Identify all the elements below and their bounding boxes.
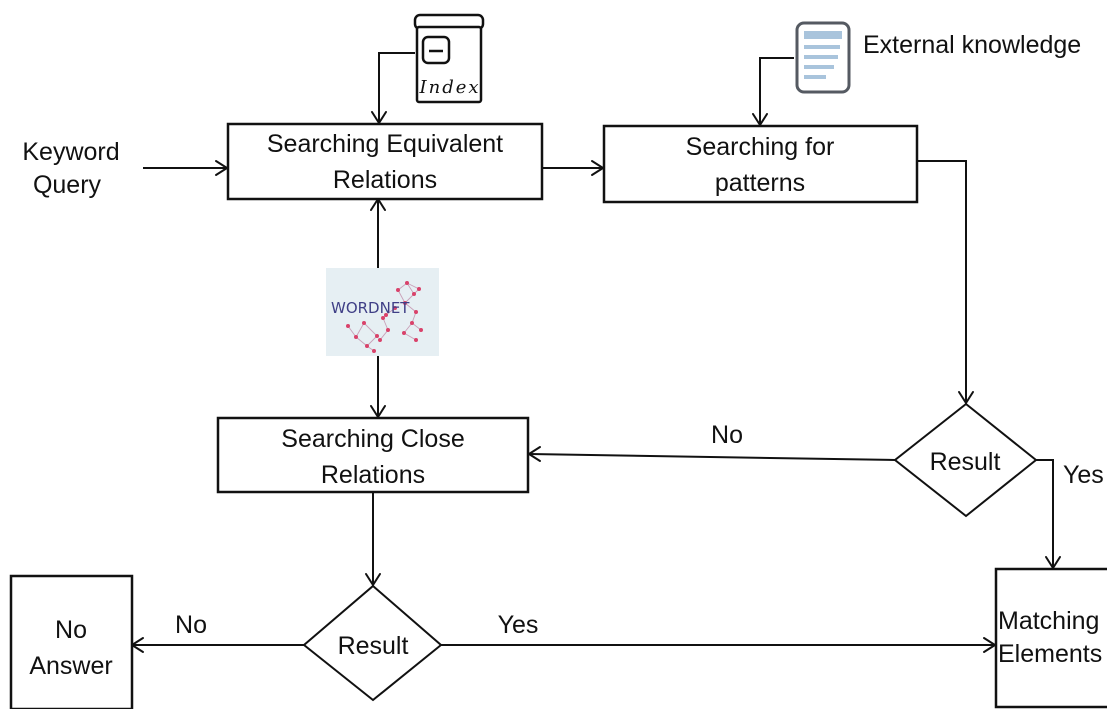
searching-equivalent-relations-box: Searching Equivalent Relations [226, 122, 544, 201]
matching-line1: Matching [998, 607, 1099, 635]
searching-close-relations-box: Searching Close Relations [216, 416, 530, 494]
edge-result-yes-to-matching [1036, 459, 1061, 569]
wordnet-label: WORDNET [331, 299, 410, 317]
result-decision-bottom: Result [302, 584, 443, 702]
edge-result-no-to-close [528, 446, 896, 462]
edge-query-to-equivalent [143, 160, 228, 176]
edge-patterns-to-result [917, 160, 974, 404]
index-icon-label: Index [418, 77, 480, 98]
edge-label-no-right: No [711, 421, 743, 449]
matching-line2: Elements [998, 640, 1102, 668]
edge-close-to-result [365, 493, 381, 586]
edge-equivalent-to-patterns [542, 160, 604, 176]
patterns-box-line2: patterns [715, 169, 805, 197]
matching-elements-box: Matching Elements [994, 567, 1107, 709]
edge-label-yes-right: Yes [1063, 461, 1104, 489]
result-bottom-label: Result [338, 632, 409, 660]
edge-index-to-equivalent [371, 52, 415, 124]
close-box-line1: Searching Close [281, 425, 464, 453]
edge-wordnet-to-close [370, 356, 386, 418]
equivalent-box-line2: Relations [333, 166, 437, 194]
keyword-query-label-line2: Query [33, 171, 102, 199]
edge-result-no-to-noanswer [131, 637, 304, 653]
result-decision-right: Result [893, 402, 1038, 518]
edge-external-to-patterns [752, 57, 794, 126]
no-answer-line1: No [55, 616, 87, 644]
result-right-label: Result [930, 448, 1001, 476]
keyword-query-label-line1: Keyword [22, 138, 119, 166]
index-icon: Index [413, 13, 485, 104]
external-knowledge-label: External knowledge [863, 31, 1081, 59]
wordnet-logo: WORDNET [326, 268, 439, 356]
edge-label-yes-bottom: Yes [498, 611, 539, 639]
equivalent-box-line1: Searching Equivalent [267, 130, 503, 158]
searching-patterns-box: Searching for patterns [602, 124, 919, 204]
no-answer-line2: Answer [29, 652, 112, 680]
edge-result-yes-to-matching-bottom [441, 637, 996, 653]
close-box-line2: Relations [321, 461, 425, 489]
document-icon [795, 21, 851, 94]
edge-wordnet-to-equivalent [370, 198, 386, 268]
no-answer-box: No Answer [9, 574, 134, 709]
patterns-box-line1: Searching for [686, 133, 835, 161]
edge-label-no-bottom: No [175, 611, 207, 639]
